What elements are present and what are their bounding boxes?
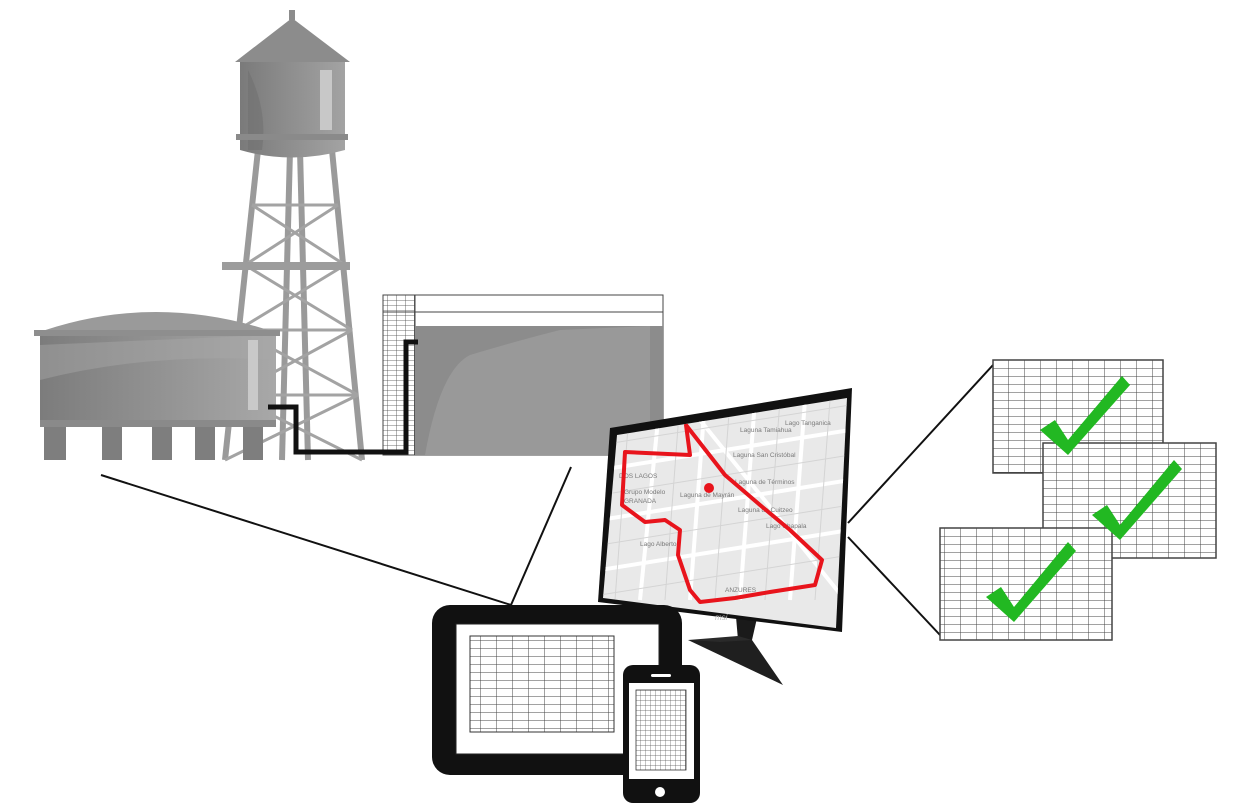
pipe: [268, 339, 418, 455]
monitor-brand: msi: [715, 613, 728, 622]
map-label: Laguna de Mayrán: [680, 492, 735, 499]
validated-sheets: [939, 359, 1217, 641]
map-label: Laguna Tamiahua: [740, 427, 792, 434]
storage-tank-icon: [382, 294, 664, 456]
checkmark-icon: [1040, 376, 1130, 455]
map-marker: [704, 483, 714, 493]
connector-lines: [100, 364, 994, 636]
phone-icon: [623, 665, 700, 803]
data-sheet: [939, 527, 1113, 641]
map-label: GRANADA: [624, 498, 657, 505]
map-screen: Laguna Tamiahua Lago Tanganica Laguna Sa…: [603, 398, 847, 628]
monitor-icon: Laguna Tamiahua Lago Tanganica Laguna Sa…: [598, 388, 852, 685]
map-label: Grupo Modelo: [624, 489, 666, 496]
checkmark-icon: [986, 542, 1076, 622]
service-area-boundary: [620, 423, 824, 604]
map-label: ANZURES: [725, 587, 757, 594]
map-label: Lago Tanganica: [785, 420, 831, 427]
map-label: Lago Alberto: [640, 541, 677, 548]
storage-tank-icon: [34, 312, 280, 460]
checkmark-icon: [1092, 460, 1182, 540]
map-label: Laguna de Términos: [735, 479, 795, 486]
map-label: DOS LAGOS: [619, 473, 658, 480]
map-label: Laguna San Cristóbal: [733, 452, 796, 459]
